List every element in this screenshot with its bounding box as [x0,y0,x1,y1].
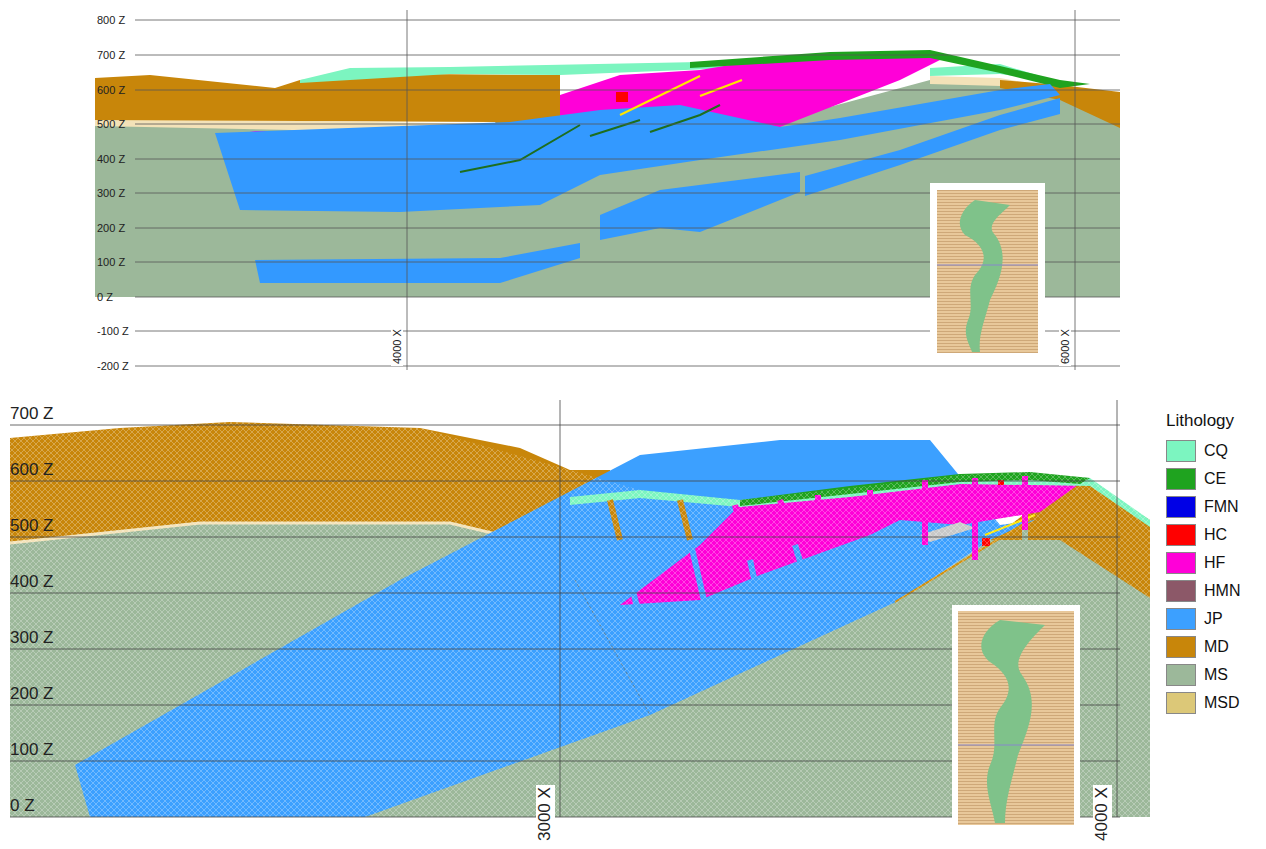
legend-text: CE [1204,470,1226,488]
legend-text: HF [1204,554,1225,572]
elevation-label: 100 Z [97,256,125,268]
elevation-label: 400 Z [10,573,53,592]
legend-row: JP [1166,605,1240,633]
elevation-label: 500 Z [97,118,125,130]
legend-title: Lithology [1166,412,1240,431]
legend-text: FMN [1204,498,1239,516]
legend-row: HMN [1166,577,1240,605]
elevation-label: 100 Z [10,741,53,760]
legend-text: MD [1204,638,1229,656]
easting-label: 4000 X [1093,785,1112,843]
legend-swatch [1166,692,1196,714]
elevation-label: 400 Z [97,153,125,165]
legend: LithologyCQ CE FMN HC HF HMN JP MD MS MSD [1166,412,1240,717]
legend-row: HF [1166,549,1240,577]
legend-swatch [1166,608,1196,630]
easting-label: 6000 X [1059,327,1071,366]
easting-label: 4000 X [391,327,403,366]
legend-text: MS [1204,666,1228,684]
elevation-label: 200 Z [10,685,53,704]
legend-swatch [1166,468,1196,490]
elevation-label: 200 Z [97,222,125,234]
legend-swatch [1166,636,1196,658]
legend-text: HC [1204,526,1227,544]
legend-swatch [1166,664,1196,686]
elevation-label: 700 Z [97,49,125,61]
elevation-label: 700 Z [10,405,53,424]
legend-text: JP [1204,610,1223,628]
elevation-label: 300 Z [97,187,125,199]
legend-row: MD [1166,633,1240,661]
elevation-label: 0 Z [97,291,113,303]
easting-label: 3000 X [536,785,555,843]
legend-row: CE [1166,465,1240,493]
legend-row: FMN [1166,493,1240,521]
legend-swatch [1166,496,1196,518]
legend-swatch [1166,580,1196,602]
elevation-label: 300 Z [10,629,53,648]
elevation-label: 0 Z [10,797,35,816]
elevation-label: -200 Z [97,360,129,372]
legend-text: CQ [1204,442,1228,460]
legend-swatch [1166,440,1196,462]
elevation-label: -100 Z [97,325,129,337]
lower-section [10,400,1150,831]
legend-row: CQ [1166,437,1240,465]
legend-swatch [1166,552,1196,574]
elevation-label: 600 Z [97,84,125,96]
elevation-label: 800 Z [97,14,125,26]
legend-text: HMN [1204,582,1240,600]
legend-swatch [1166,524,1196,546]
legend-row: MS [1166,661,1240,689]
upper-section [95,10,1120,370]
legend-row: HC [1166,521,1240,549]
elevation-label: 600 Z [10,461,53,480]
legend-text: MSD [1204,694,1240,712]
legend-row: MSD [1166,689,1240,717]
elevation-label: 500 Z [10,517,53,536]
